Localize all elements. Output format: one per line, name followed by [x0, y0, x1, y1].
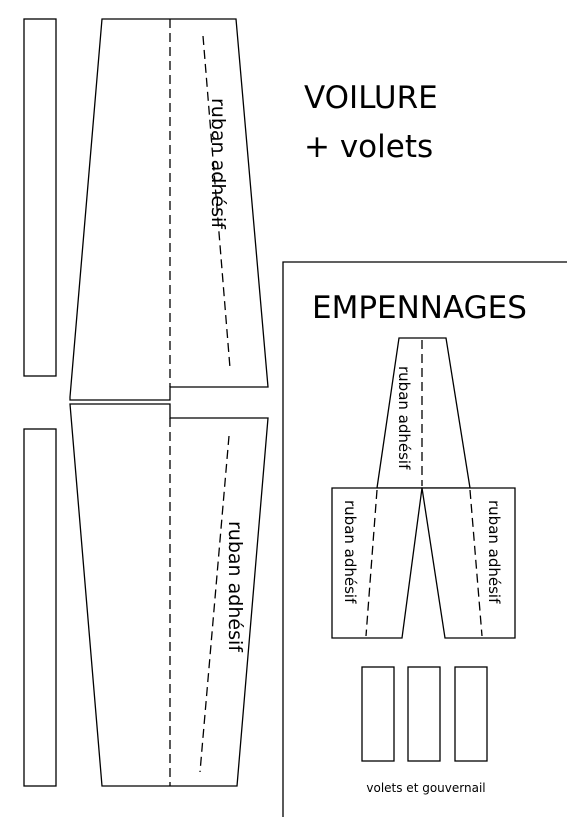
control-surface-2: [407, 666, 441, 762]
tail-section-title: EMPENNAGES: [312, 290, 527, 326]
stabilizer-right-tape-line: [469, 489, 483, 637]
wing-outline: [69, 18, 269, 787]
stabilizer-right-half: [421, 487, 516, 639]
stabilizer-left-tape-label: ruban adhésif: [341, 500, 359, 604]
wing-tape-label-lower: ruban adhésif: [224, 521, 246, 653]
control-surfaces-label: volets et gouvernail: [366, 781, 485, 795]
wing-tape-label-upper: ruban adhésif: [207, 98, 229, 230]
stabilizer-left-half: [331, 487, 423, 639]
tail-fin-outline: [376, 337, 471, 489]
tail-fin-tape-label: ruban adhésif: [395, 366, 413, 470]
wing-flap-lower: [23, 428, 57, 787]
stabilizer-right-tape-label: ruban adhésif: [485, 500, 503, 604]
stabilizer-left-tape-line: [365, 489, 378, 637]
wing-tape-line-lower: [199, 435, 230, 773]
control-surface-3: [454, 666, 488, 762]
control-surface-1: [361, 666, 395, 762]
wing-title-line1: VOILURE: [304, 80, 438, 116]
wing-upper-half: [69, 18, 269, 401]
wing-title-line2: + volets: [304, 129, 433, 165]
tail-fin: [376, 337, 471, 489]
tail-stabilizer: [331, 487, 516, 639]
tail-section-frame: [282, 261, 567, 817]
wing-flap-upper: [23, 18, 57, 377]
wing-lower-half: [69, 403, 269, 787]
